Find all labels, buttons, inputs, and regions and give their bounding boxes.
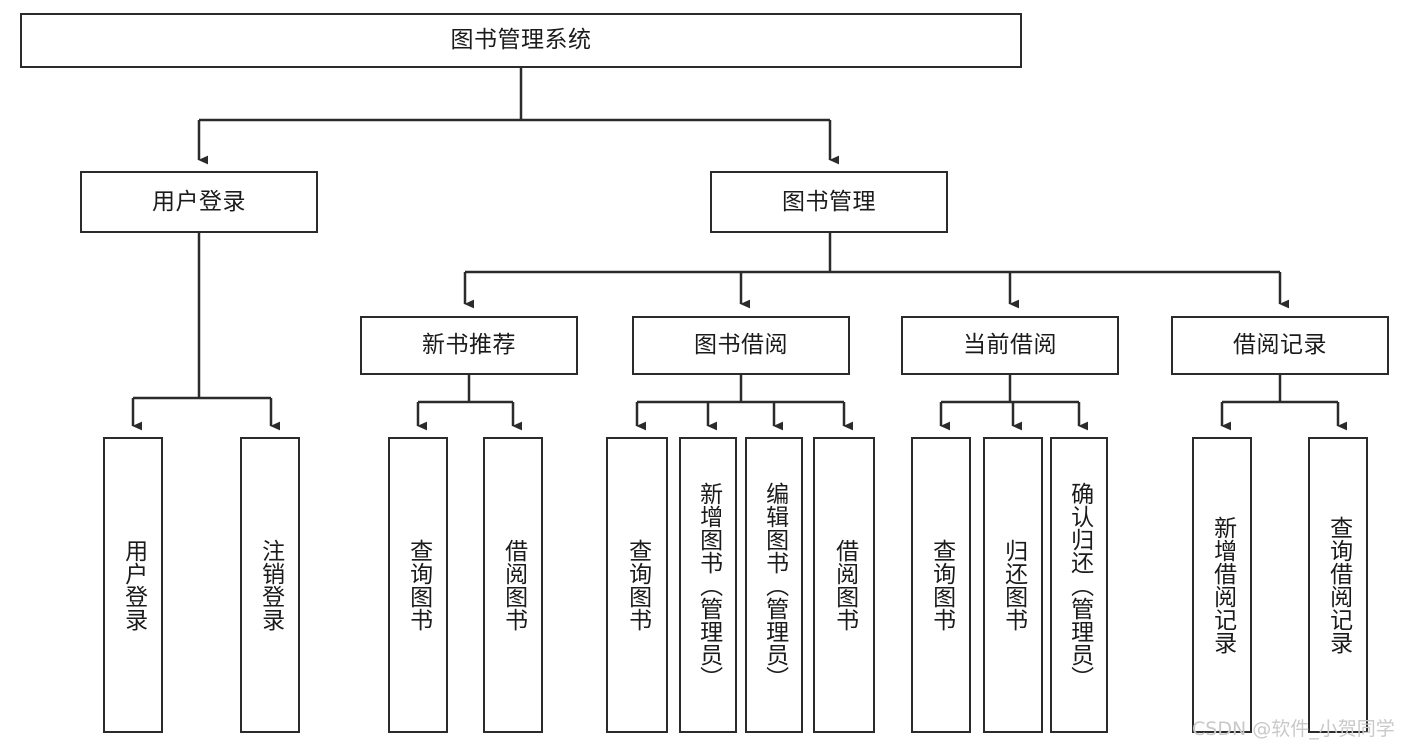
node-label: 用户登录 xyxy=(152,188,246,215)
leaf-edit-book-admin[interactable]: 编辑图书（管理员） xyxy=(745,437,803,733)
node-new-book-recommend[interactable]: 新书推荐 xyxy=(360,316,578,375)
leaf-label: 确认归还（管理员） xyxy=(1066,481,1093,689)
leaf-query-book-current[interactable]: 查询图书 xyxy=(911,437,971,733)
leaf-borrow-book-borrow[interactable]: 借阅图书 xyxy=(813,437,875,733)
node-label: 图书管理 xyxy=(782,188,876,215)
node-book-manage[interactable]: 图书管理 xyxy=(710,171,948,233)
node-user-login[interactable]: 用户登录 xyxy=(80,171,318,233)
leaf-label: 查询图书 xyxy=(624,539,651,631)
leaf-label: 归还图书 xyxy=(1000,539,1027,631)
leaf-borrow-book-recommend[interactable]: 借阅图书 xyxy=(483,437,543,733)
leaf-add-book-admin[interactable]: 新增图书（管理员） xyxy=(679,437,737,733)
leaf-confirm-return-admin[interactable]: 确认归还（管理员） xyxy=(1050,437,1108,733)
leaf-label: 借阅图书 xyxy=(500,539,527,631)
node-current-borrow[interactable]: 当前借阅 xyxy=(901,316,1119,375)
leaf-label: 新增图书（管理员） xyxy=(695,481,722,689)
leaf-label: 新增借阅记录 xyxy=(1209,516,1236,654)
node-label: 当前借阅 xyxy=(963,332,1057,358)
leaf-label: 查询图书 xyxy=(928,539,955,631)
leaf-return-book[interactable]: 归还图书 xyxy=(983,437,1043,733)
leaf-label: 查询图书 xyxy=(405,539,432,631)
node-label: 图书借阅 xyxy=(694,332,788,358)
leaf-label: 查询借阅记录 xyxy=(1325,516,1352,654)
node-label: 借阅记录 xyxy=(1233,332,1327,358)
leaf-add-borrow-record[interactable]: 新增借阅记录 xyxy=(1192,437,1252,733)
leaf-query-borrow-record[interactable]: 查询借阅记录 xyxy=(1308,437,1368,733)
leaf-label: 编辑图书（管理员） xyxy=(761,481,788,689)
leaf-query-book-borrow[interactable]: 查询图书 xyxy=(606,437,668,733)
leaf-label: 用户登录 xyxy=(120,539,147,631)
leaf-user-logout[interactable]: 注销登录 xyxy=(240,437,300,733)
leaf-user-login[interactable]: 用户登录 xyxy=(103,437,163,733)
csdn-watermark: CSDN @软件_小贺同学 xyxy=(1192,718,1395,740)
node-borrow-record[interactable]: 借阅记录 xyxy=(1171,316,1389,375)
node-root-system[interactable]: 图书管理系统 xyxy=(20,13,1022,68)
node-book-borrow[interactable]: 图书借阅 xyxy=(632,316,850,375)
leaf-label: 注销登录 xyxy=(257,539,284,631)
leaf-query-book-recommend[interactable]: 查询图书 xyxy=(388,437,448,733)
node-label: 新书推荐 xyxy=(422,332,516,358)
leaf-label: 借阅图书 xyxy=(831,539,858,631)
node-label: 图书管理系统 xyxy=(450,27,592,53)
